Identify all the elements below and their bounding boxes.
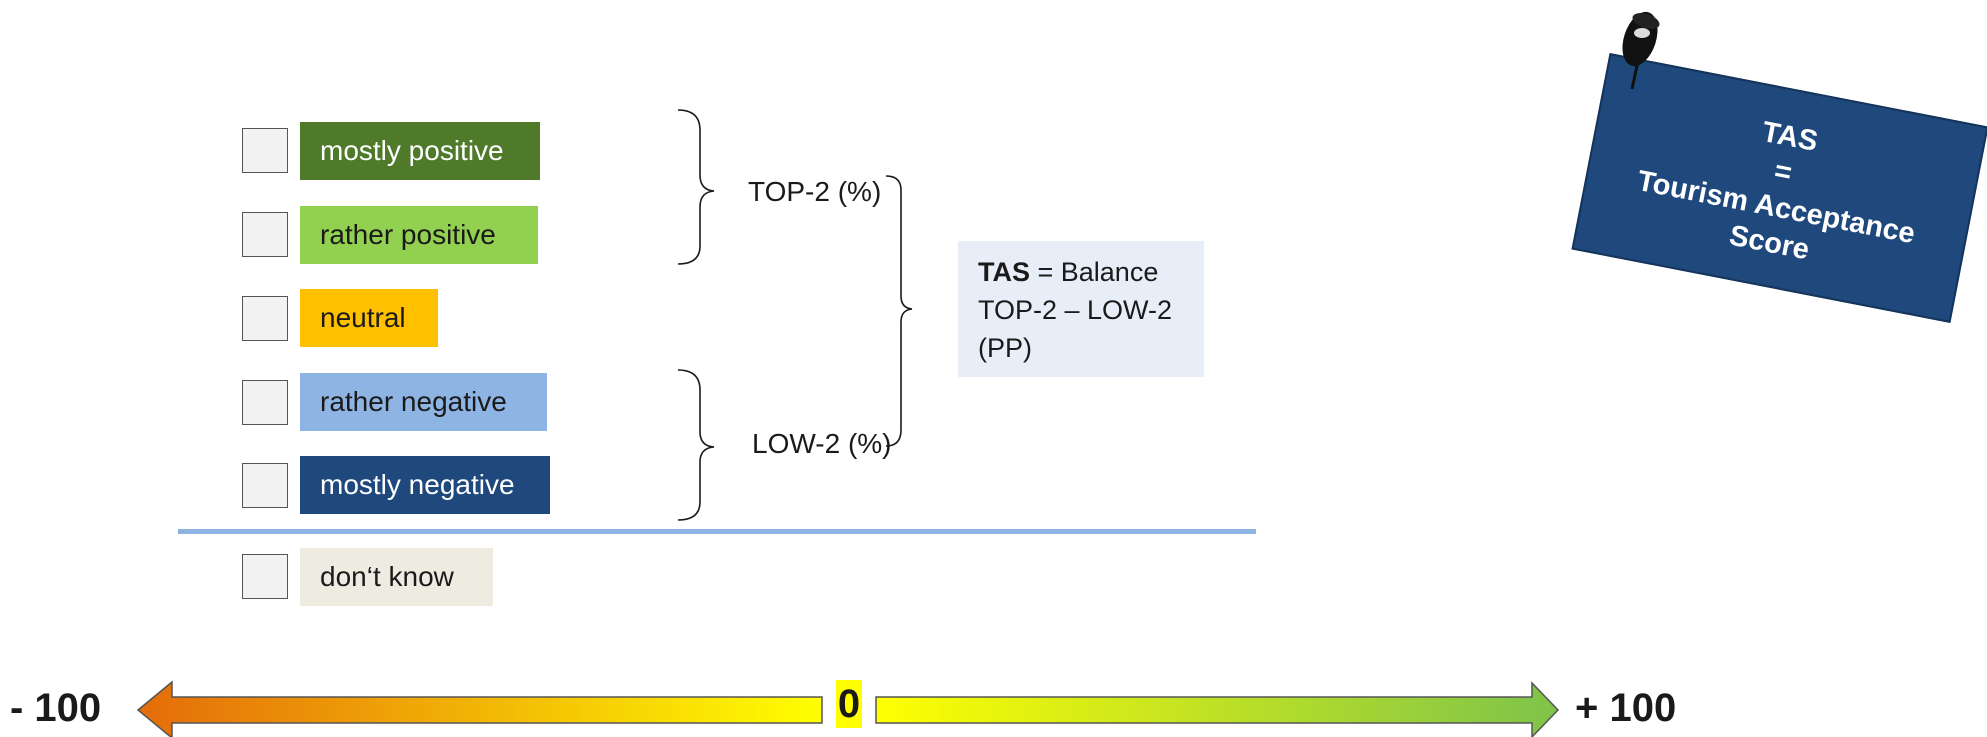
option-dont-know: don‘t know (300, 548, 493, 606)
pushpin-icon (1622, 11, 1660, 90)
scale-min-label: - 100 (10, 686, 102, 730)
tas-note: TAS = Tourism Acceptance Score (1571, 53, 1987, 323)
negative-arrow (136, 680, 823, 737)
checkbox-rather-positive[interactable] (242, 212, 288, 257)
option-rather-negative: rather negative (300, 373, 547, 431)
checkbox-dont-know[interactable] (242, 554, 288, 599)
positive-arrow (875, 681, 1560, 737)
option-neutral: neutral (300, 289, 438, 347)
checkbox-mostly-positive[interactable] (242, 128, 288, 173)
checkbox-rather-negative[interactable] (242, 380, 288, 425)
option-mostly-positive: mostly positive (300, 122, 540, 180)
scale-max-label: + 100 (1575, 686, 1677, 730)
top-bracket (677, 109, 715, 265)
scale-zero-label: 0 (836, 680, 862, 728)
tas-definition: TAS = Balance TOP-2 – LOW-2 (PP) (958, 241, 1204, 377)
top2-label: TOP-2 (%) (748, 176, 882, 207)
divider-line (178, 529, 1256, 534)
checkbox-mostly-negative[interactable] (242, 463, 288, 508)
option-mostly-negative: mostly negative (300, 456, 550, 514)
tas-term: TAS (978, 257, 1030, 287)
outer-bracket (885, 175, 913, 447)
low2-label: LOW-2 (%) (752, 428, 892, 459)
option-rather-positive: rather positive (300, 206, 538, 264)
tas-definition-text: = Balance TOP-2 – LOW-2 (PP) (978, 257, 1173, 363)
low-bracket (677, 369, 715, 521)
checkbox-neutral[interactable] (242, 296, 288, 341)
acceptance-scale (136, 680, 1560, 737)
